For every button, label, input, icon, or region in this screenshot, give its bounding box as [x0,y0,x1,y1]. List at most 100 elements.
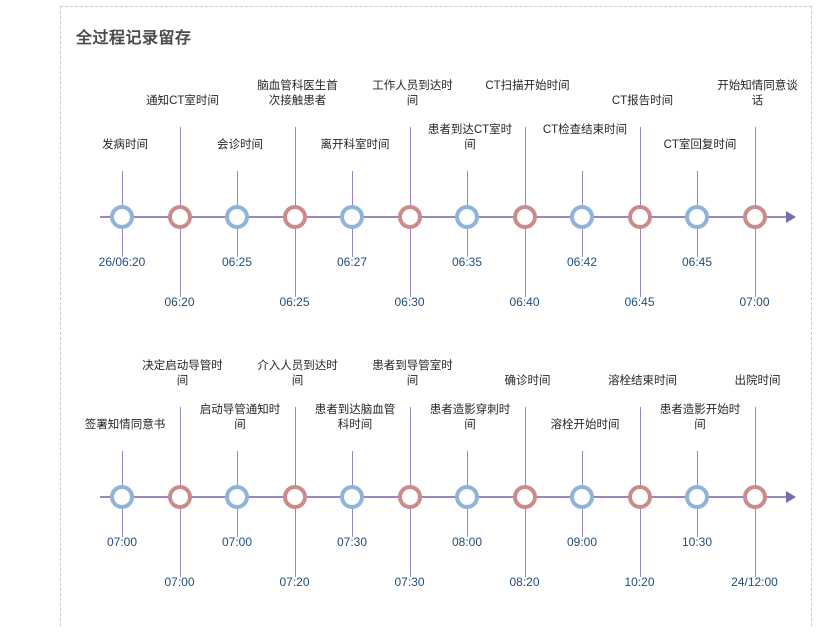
node-time: 07:00 [221,535,253,549]
node-stem-top [524,127,526,207]
node-circle-marker[interactable] [627,485,652,509]
node-stem-top [237,451,238,487]
node-circle-marker[interactable] [627,205,652,229]
node-time: 06:42 [566,255,598,269]
node-time: 10:30 [681,535,713,549]
node-circle-marker[interactable] [340,485,364,509]
node-stem-top [754,407,756,487]
timeline-axis [100,496,788,498]
node-stem-bottom [467,507,468,537]
node-stem-bottom [639,227,641,297]
node-circle-marker[interactable] [110,485,134,509]
node-stem-top [122,451,123,487]
node-circle-marker[interactable] [742,205,767,229]
node-circle-marker[interactable] [685,205,709,229]
node-time: 24/12:00 [731,575,778,589]
node-label: 离开科室时间 [320,139,390,151]
node-stem-top [409,407,411,487]
node-circle-marker[interactable] [110,205,134,229]
node-circle-marker[interactable] [282,485,307,509]
timeline-axis [100,216,788,218]
node-stem-top [409,127,411,207]
node-time: 08:20 [509,575,540,589]
node-stem-top [179,407,181,487]
node-stem-top [294,407,296,487]
node-stem-top [352,451,353,487]
node-time: 07:30 [394,575,425,589]
page-title: 全过程记录留存 [76,30,192,47]
node-stem-top [237,171,238,207]
node-stem-bottom [697,227,698,257]
node-stem-top [122,171,123,207]
node-circle-marker[interactable] [340,205,364,229]
node-stem-top [179,127,181,207]
node-stem-bottom [409,507,411,577]
node-circle-marker[interactable] [570,485,594,509]
timeline-intervention: 签署知情同意书 07:00 决定启动导管时间 07:00 启动导管通知时间 07:00 介入… [0,345,832,635]
node-label: 患者造影开始时间 [659,404,741,431]
node-stem-top [582,171,583,207]
node-time: 07:00 [164,575,195,589]
node-stem-bottom [582,227,583,257]
node-stem-top [524,407,526,487]
node-stem-top [467,171,468,207]
node-stem-bottom [237,507,238,537]
node-stem-bottom [352,227,353,257]
node-circle-marker[interactable] [512,205,537,229]
node-time: 06:45 [624,295,655,309]
node-time: 06:30 [394,295,425,309]
record-panel [60,6,812,626]
node-stem-bottom [179,507,181,577]
node-circle-marker[interactable] [685,485,709,509]
node-time: 07:00 [106,535,138,549]
node-label: 溶栓结束时间 [608,375,677,387]
node-stem-bottom [697,507,698,537]
node-stem-bottom [524,227,526,297]
node-time: 06:45 [681,255,713,269]
node-label: 会诊时间 [217,139,263,151]
node-label: 患者到达CT室时间 [427,124,513,151]
node-stem-bottom [582,507,583,537]
node-label: CT检查结束时间 [542,124,628,136]
node-circle-marker[interactable] [397,205,422,229]
node-time: 26/06:20 [98,255,146,269]
node-time: 07:30 [336,535,368,549]
node-label: 启动导管通知时间 [199,404,281,431]
node-stem-bottom [237,227,238,257]
node-stem-top [754,127,756,207]
node-circle-marker[interactable] [225,205,249,229]
node-label: 出院时间 [734,375,781,387]
node-label: CT室回复时间 [663,139,737,151]
node-stem-bottom [639,507,641,577]
node-label: 决定启动导管时间 [142,360,223,387]
node-label: 签署知情同意书 [84,419,166,431]
node-time: 07:20 [279,575,310,589]
node-label: CT扫描开始时间 [485,80,570,92]
node-stem-bottom [409,227,411,297]
node-label: 介入人员到达时间 [257,360,338,387]
node-time: 08:00 [451,535,483,549]
node-circle-marker[interactable] [167,205,192,229]
node-time: 06:25 [221,255,253,269]
node-time: 06:40 [509,295,540,309]
node-stem-top [294,127,296,207]
node-circle-marker[interactable] [512,485,537,509]
node-stem-top [639,127,641,207]
node-circle-marker[interactable] [167,485,192,509]
node-time: 06:25 [279,295,310,309]
node-label: 工作人员到达时间 [372,80,453,107]
node-stem-bottom [179,227,181,297]
node-circle-marker[interactable] [225,485,249,509]
node-circle-marker[interactable] [455,485,479,509]
node-circle-marker[interactable] [455,205,479,229]
node-time: 06:35 [451,255,483,269]
node-circle-marker[interactable] [742,485,767,509]
node-circle-marker[interactable] [282,205,307,229]
node-stem-bottom [754,507,756,577]
node-stem-bottom [294,507,296,577]
node-stem-bottom [122,507,123,537]
node-stem-bottom [467,227,468,257]
node-stem-bottom [754,227,756,297]
node-circle-marker[interactable] [570,205,594,229]
node-circle-marker[interactable] [397,485,422,509]
